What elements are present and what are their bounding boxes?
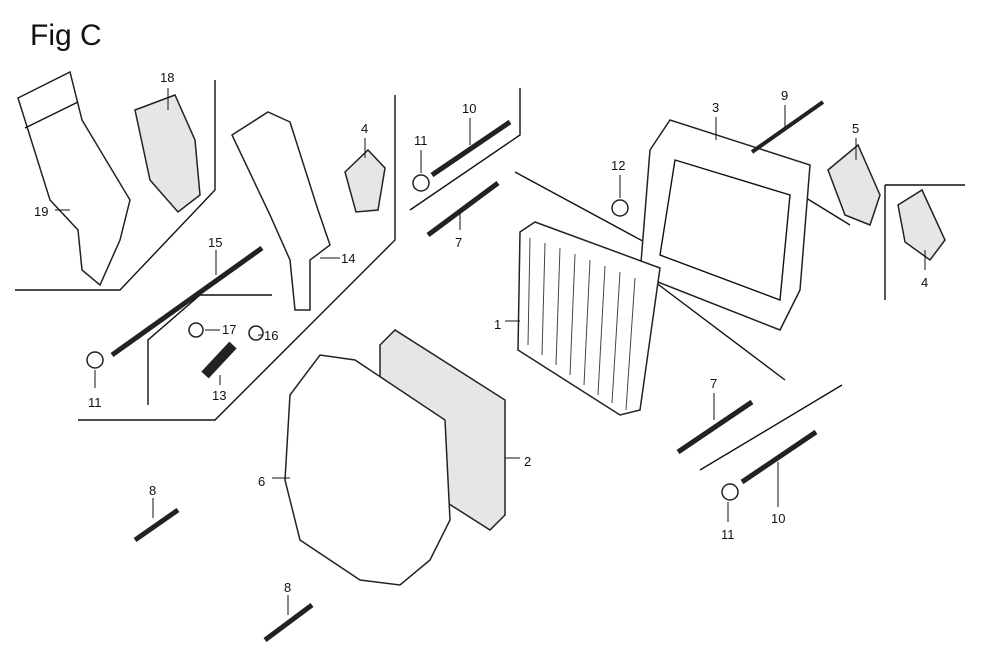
label-8: 8 bbox=[149, 483, 156, 498]
leader-lines bbox=[55, 88, 926, 615]
part-12-nut bbox=[611, 199, 629, 217]
label-11: 11 bbox=[414, 133, 428, 148]
part-4-gasket bbox=[897, 188, 946, 262]
label-5: 5 bbox=[852, 121, 859, 136]
label-12: 12 bbox=[611, 158, 625, 173]
label-18: 18 bbox=[160, 70, 174, 85]
label-11: 11 bbox=[88, 395, 102, 410]
part-11-nut bbox=[721, 483, 739, 501]
label-15: 15 bbox=[208, 235, 222, 250]
part-17-collar bbox=[188, 322, 204, 338]
label-4: 4 bbox=[361, 121, 368, 136]
part-10-bolt bbox=[740, 429, 818, 485]
label-13: 13 bbox=[212, 388, 226, 403]
part-8-bolt bbox=[133, 507, 180, 543]
label-10: 10 bbox=[462, 101, 476, 116]
label-6: 6 bbox=[258, 474, 265, 489]
part-18-gasket bbox=[134, 94, 201, 214]
label-8: 8 bbox=[284, 580, 291, 595]
part-6-cover bbox=[284, 354, 451, 586]
part-10-bolt bbox=[430, 119, 512, 178]
part-11-nut bbox=[86, 351, 104, 369]
label-19: 19 bbox=[34, 204, 48, 219]
label-9: 9 bbox=[781, 88, 788, 103]
part-7-bolt bbox=[676, 399, 754, 455]
label-7: 7 bbox=[455, 235, 462, 250]
part-5-gasket bbox=[827, 143, 881, 226]
label-1: 1 bbox=[494, 317, 501, 332]
part-7-bolt bbox=[426, 180, 500, 238]
label-2: 2 bbox=[524, 454, 531, 469]
label-16: 16 bbox=[264, 328, 278, 343]
part-14-intake-elbow bbox=[231, 111, 331, 311]
part-8-bolt bbox=[263, 602, 314, 643]
label-14: 14 bbox=[341, 251, 355, 266]
part-labels: 18 19 4 14 15 17 16 13 11 10 11 7 12 3 9… bbox=[34, 70, 928, 595]
group-divider-lines bbox=[15, 80, 965, 471]
label-3: 3 bbox=[712, 100, 719, 115]
part-13-pipe bbox=[201, 341, 237, 379]
part-4-gasket bbox=[344, 148, 386, 213]
part-16-nut bbox=[248, 325, 264, 341]
label-11: 11 bbox=[721, 527, 735, 542]
label-4: 4 bbox=[921, 275, 928, 290]
label-7: 7 bbox=[710, 376, 717, 391]
part-19-intake-elbow bbox=[17, 70, 131, 287]
figure-title: Fig C bbox=[30, 19, 102, 52]
label-10: 10 bbox=[771, 511, 785, 526]
label-17: 17 bbox=[222, 322, 236, 337]
part-3-air-cleaner-base bbox=[639, 119, 811, 331]
part-9-stud bbox=[750, 100, 825, 154]
part-15-stud bbox=[110, 245, 264, 358]
part-11-nut bbox=[412, 174, 430, 192]
part-1-air-filter bbox=[517, 221, 661, 416]
